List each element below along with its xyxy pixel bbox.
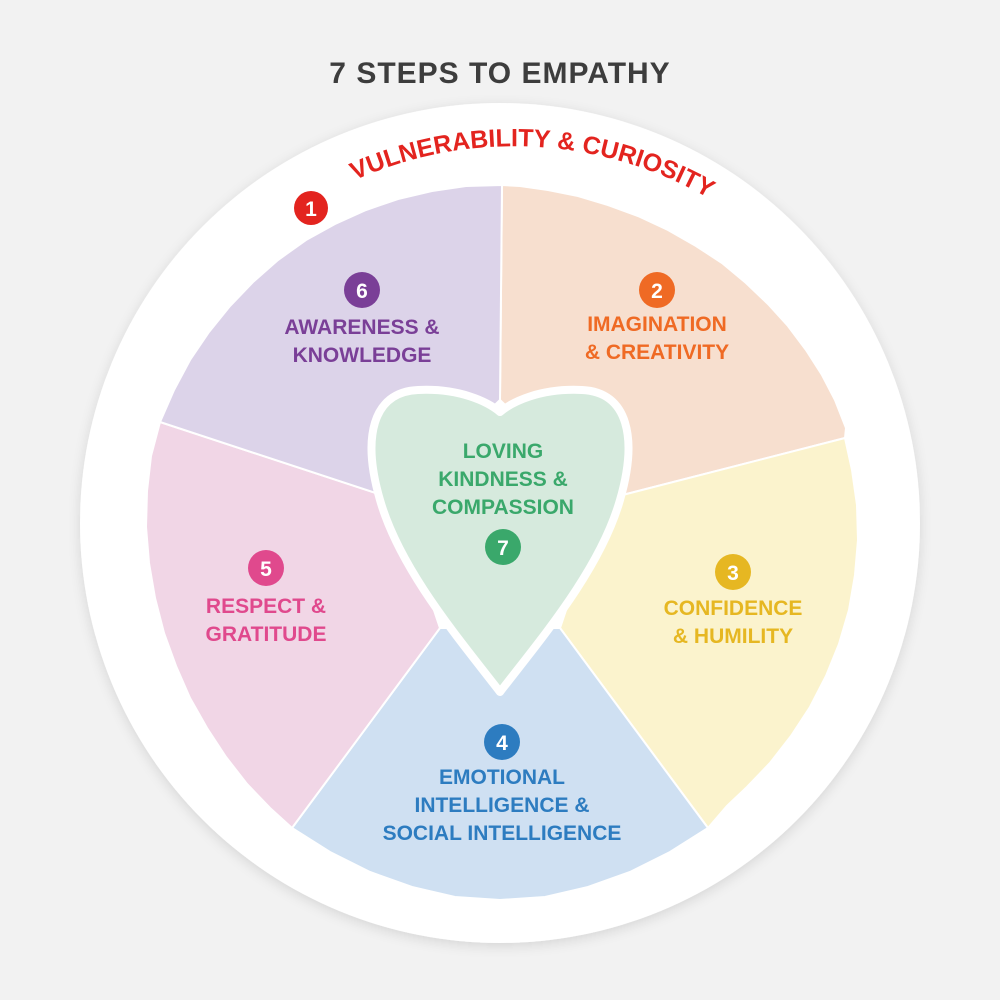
step-3-label: CONFIDENCE & HUMILITY [664, 597, 803, 648]
step-6-label-line: KNOWLEDGE [293, 344, 432, 367]
step-3-badge [715, 554, 751, 590]
step-5-number: 5 [260, 558, 272, 581]
step-1-badge [294, 191, 328, 225]
page-title: 7 STEPS TO EMPATHY [329, 57, 670, 90]
step-2-badge [639, 272, 675, 308]
step-2-label-line: & CREATIVITY [585, 341, 729, 364]
step-7-number: 7 [497, 537, 509, 560]
step-7-label-line: KINDNESS & [438, 468, 568, 491]
step-6-label-line: AWARENESS & [284, 316, 439, 339]
step-1-number: 1 [305, 198, 317, 221]
step-4-badge [484, 724, 520, 760]
step-4-label-line: EMOTIONAL [439, 766, 565, 789]
step-5-label: RESPECT & GRATITUDE [206, 595, 327, 646]
step-7-label-line: COMPASSION [432, 496, 574, 519]
step-4-label-line: SOCIAL INTELLIGENCE [383, 822, 622, 845]
step-6-number: 6 [356, 280, 368, 303]
step-7-group: 7 LOVING KINDNESS & COMPASSION [432, 440, 574, 565]
step-7-label: LOVING KINDNESS & COMPASSION [432, 440, 574, 519]
step-3-label-line: & HUMILITY [673, 625, 793, 648]
step-5-badge [248, 550, 284, 586]
step-3-number: 3 [727, 562, 739, 585]
step-3-label-line: CONFIDENCE [664, 597, 803, 620]
step-4-number: 4 [496, 732, 508, 755]
step-2-label: IMAGINATION & CREATIVITY [585, 313, 729, 364]
step-6-badge [344, 272, 380, 308]
step-2-label-line: IMAGINATION [587, 313, 727, 336]
step-4-label-line: INTELLIGENCE & [414, 794, 589, 817]
segments-group [144, 183, 860, 902]
step-6-label: AWARENESS & KNOWLEDGE [284, 316, 439, 367]
step-7-badge [485, 529, 521, 565]
step-7-label-line: LOVING [463, 440, 544, 463]
step-4-label: EMOTIONAL INTELLIGENCE & SOCIAL INTELLIGEN… [383, 766, 622, 845]
step-5-label-line: GRATITUDE [206, 623, 327, 646]
step-2-number: 2 [651, 280, 663, 303]
step-5-label-line: RESPECT & [206, 595, 326, 618]
